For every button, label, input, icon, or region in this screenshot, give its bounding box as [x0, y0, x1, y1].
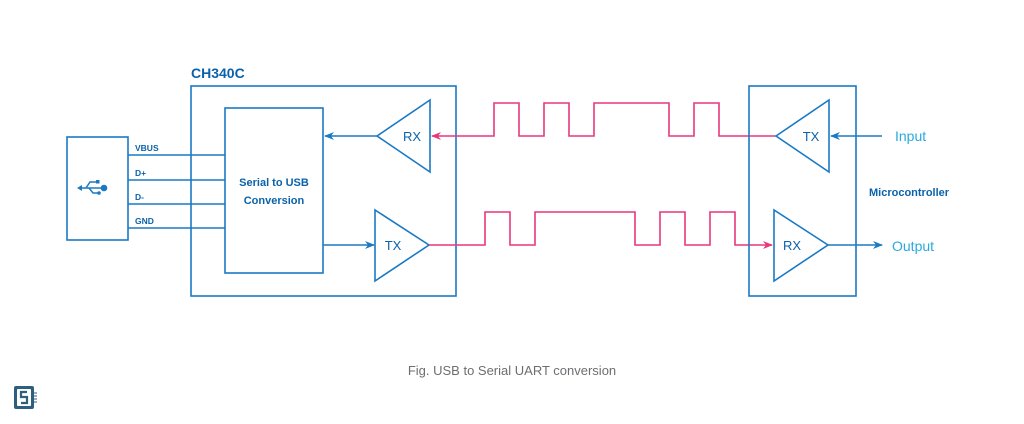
microcontroller-block: TX RX Microcontroller Input Output [748, 85, 950, 297]
figure-caption: Fig. USB to Serial UART conversion [408, 363, 616, 378]
mcu-tx-label: TX [803, 129, 820, 144]
mcu-title: Microcontroller [869, 187, 950, 199]
converter-label-2: Conversion [244, 195, 305, 207]
ch340-tx-label: TX [385, 238, 402, 253]
output-label: Output [892, 238, 934, 254]
mcu-rx-label: RX [783, 238, 801, 253]
tx-signal-waveform [429, 211, 773, 249]
pin-label-gnd: GND [135, 216, 154, 226]
circuitstate-logo-icon [14, 386, 37, 409]
uart-signals [429, 102, 776, 249]
mcu-tx-buffer [774, 98, 830, 174]
input-label: Input [895, 128, 926, 144]
ch340-rx-buffer [375, 98, 431, 174]
converter-label-1: Serial to USB [239, 177, 309, 189]
mcu-rx-buffer [773, 208, 830, 283]
chip-outline [190, 85, 457, 297]
ch340-tx-buffer [374, 208, 431, 283]
converter-block [224, 107, 324, 274]
rx-signal-waveform [431, 102, 776, 140]
pin-label-dminus: D- [135, 192, 144, 202]
ch340c-block: CH340C Serial to USB Conversion RX TX [190, 65, 457, 297]
usb-icon [77, 180, 108, 195]
usb-connector [66, 136, 129, 241]
pin-label-dplus: D+ [135, 168, 146, 178]
pin-label-vbus: VBUS [135, 143, 159, 153]
ch340-rx-label: RX [403, 129, 421, 144]
chip-title: CH340C [191, 65, 245, 81]
mcu-outline [748, 85, 857, 297]
usb-pin-wires: VBUS D+ D- GND [128, 143, 225, 229]
